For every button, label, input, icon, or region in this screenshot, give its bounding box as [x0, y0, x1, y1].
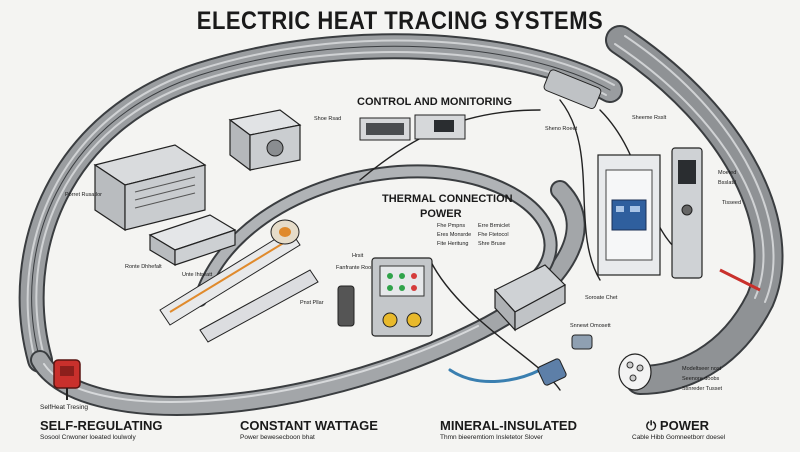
probe-sensor [537, 334, 593, 386]
label-power: POWER [659, 418, 710, 433]
heading-thermal-connection: THERMAL CONNECTION [382, 193, 513, 205]
callout-right-2: Bsslatd [718, 180, 737, 186]
label-mineral-insulated: MINERAL-INSULATED [440, 418, 577, 433]
sublabel-self-regulating: Sosool Cnwoner loeated loulwoly [40, 434, 136, 441]
callout-mid-4: Fhe Pmpns [437, 223, 466, 229]
callout-left-3: Unte Ihtreatt [182, 272, 213, 278]
callout-mid-7: Erre Brmiclet [478, 223, 510, 229]
callout-right-3: Tisseed [722, 200, 742, 206]
control-modules [359, 114, 466, 141]
cable-loop [18, 25, 784, 416]
label-power-group: ⏻ POWER [646, 418, 709, 434]
callout-mid-8: Fhe Ftetocol [478, 232, 509, 238]
power-icon: ⏻ [646, 418, 657, 433]
red-plug [53, 359, 81, 400]
callout-right-8: Ssnreder Tusset [682, 386, 723, 392]
sublabel-power: Cable Hibb Gomneetborr doesel [632, 434, 726, 441]
control-cabinet [597, 154, 661, 276]
control-enclosure-left [93, 144, 207, 232]
callout-right-7: Seenore doobs [682, 376, 720, 382]
callout-right-4: Soroate Chet [585, 295, 618, 301]
callout-right-1: Moeted [718, 170, 737, 176]
callout-mid-3: Fanfrante Rool [336, 265, 373, 271]
junction-box [148, 214, 237, 267]
power-meter [671, 147, 703, 279]
callout-right-6: Modeltseer nost [682, 366, 722, 372]
cable-end [618, 268, 761, 391]
label-self-regulating: SELF-REGULATING [40, 418, 163, 433]
label-constant-wattage: CONSTANT WATTAGE [240, 418, 378, 433]
control-panel [337, 257, 433, 337]
callout-mid-9: Shre Bruse [478, 241, 506, 247]
connector-block [494, 264, 566, 332]
callout-left-1: Porret Rusatlor [65, 192, 102, 198]
sublabel-mineral-insulated: Thmn bieeremtiom Insletetor Slover [440, 434, 543, 441]
page-title: ELECTRIC HEAT TRACING SYSTEMS [196, 6, 604, 35]
heat-traced-pipe [159, 219, 319, 343]
callout-mid-5: Eres Monsrde [437, 232, 472, 238]
control-enclosure-top [228, 109, 302, 172]
callout-right-5: Snnewt Omosett [570, 323, 611, 329]
callout-mid-2: Hrsit [352, 253, 364, 259]
callout-left-2: Ronte Dhhefalt [125, 264, 162, 270]
heading-power: POWER [420, 208, 462, 220]
callout-top-right-1: Sheno Roeet [545, 126, 578, 132]
callout-mid-1: Pnst Pllar [300, 300, 324, 306]
callout-top-small: Shoe Rsad [314, 116, 342, 122]
sublabel-constant-wattage: Power bewesecboon bhat [240, 434, 315, 441]
temperature-sensor [543, 69, 602, 109]
callout-top-right-2: Sheeme Rsslt [632, 115, 667, 121]
heading-control-monitoring: CONTROL AND MONITORING [357, 96, 513, 108]
callout-self-heat: SelfHeat Tresing [40, 404, 89, 411]
callout-mid-6: Fite Heritung [437, 241, 469, 247]
